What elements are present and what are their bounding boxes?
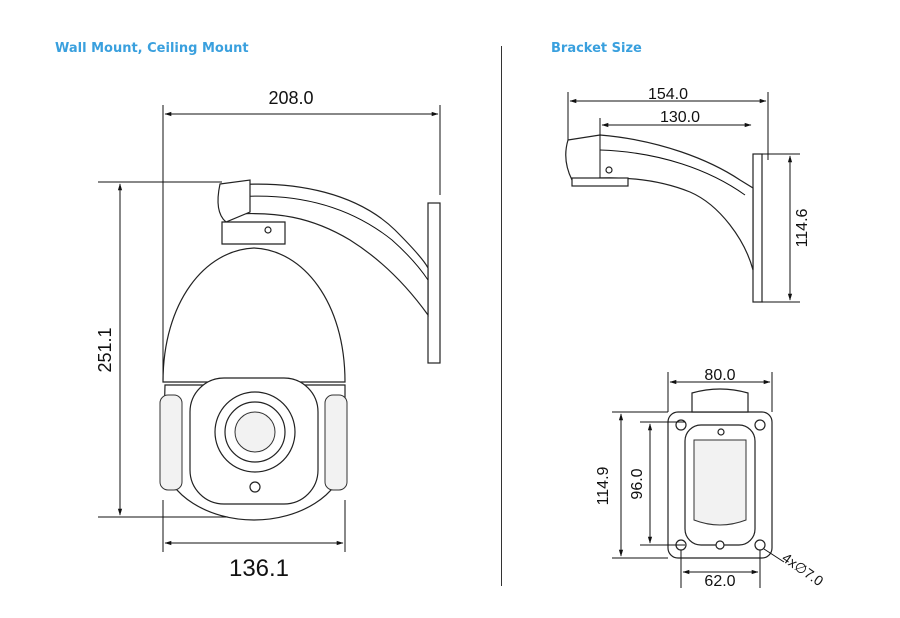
arm-head (217, 179, 251, 223)
camera-drawing (159, 179, 441, 521)
bracket-plate-dimension-lines (612, 372, 785, 588)
hole-callout-label: 4x∅7.0 (779, 549, 826, 589)
hole-spacing-label: 62.0 (704, 573, 735, 590)
mounting-hole-br (754, 539, 766, 551)
plate-outer-height-label: 114.9 (595, 466, 612, 505)
bracket-size-title: Bracket Size (551, 41, 642, 56)
bracket-side-dimension-lines (567, 92, 800, 303)
bracket-foot (571, 177, 629, 187)
bracket-side-drawing (565, 134, 763, 303)
lens-inner (234, 411, 276, 453)
wall-ceiling-mount-title: Wall Mount, Ceiling Mount (55, 41, 249, 56)
mounting-hole-tr (754, 419, 766, 431)
bracket-inner-length-label: 130.0 (660, 109, 700, 126)
bracket-height-label: 114.6 (794, 208, 811, 247)
plate-inner-height-label: 96.0 (629, 468, 646, 499)
bracket-arm (565, 134, 754, 271)
left-side-pod (159, 394, 183, 491)
section-divider (501, 46, 502, 586)
camera-height-label: 251.1 (95, 327, 115, 372)
bracket-outer-length-label: 154.0 (648, 86, 688, 103)
wall-plate (427, 202, 441, 364)
plate-top-arm (691, 388, 749, 413)
camera-dome (162, 247, 346, 383)
bracket-plate-drawing (667, 388, 773, 559)
bracket-wall-plate (752, 153, 763, 303)
right-side-pod (324, 394, 348, 491)
mount-arm (221, 183, 429, 317)
camera-width-bottom-label: 136.1 (229, 555, 289, 582)
camera-dimension-lines (98, 105, 441, 552)
camera-width-top-label: 208.0 (268, 88, 313, 108)
plate-width-label: 80.0 (704, 367, 735, 384)
camera-neck (221, 221, 286, 245)
